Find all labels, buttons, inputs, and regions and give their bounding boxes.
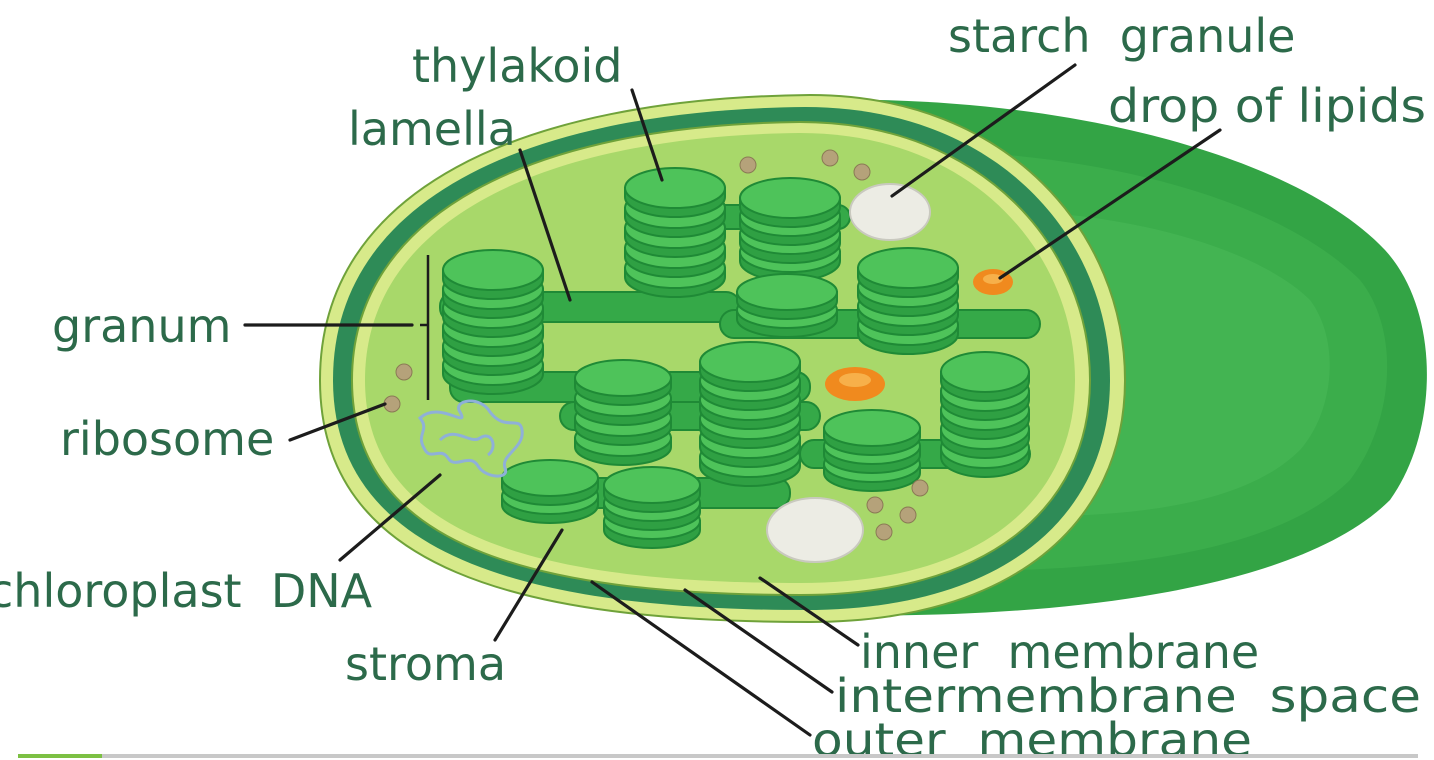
granum [941, 352, 1029, 477]
thylakoid-disc [604, 467, 700, 503]
label-starch-granule: starch granule [948, 9, 1295, 63]
ribosome [396, 364, 412, 380]
granum [575, 360, 671, 465]
thylakoid-disc [625, 168, 725, 208]
thylakoid-disc [858, 248, 958, 288]
thylakoid-disc [700, 342, 800, 382]
bottom-rule-accent [18, 754, 102, 758]
label-ribosome: ribosome [60, 412, 274, 466]
label-lamella: lamella [348, 102, 516, 156]
thylakoid-disc [737, 274, 837, 310]
thylakoid-disc [941, 352, 1029, 392]
ribosome [740, 157, 756, 173]
label-granum: granum [52, 299, 231, 353]
starch-granule [850, 184, 930, 240]
label-stroma: stroma [345, 637, 506, 691]
thylakoid-disc [443, 250, 543, 290]
thylakoid-disc [575, 360, 671, 396]
granum [502, 460, 598, 523]
bottom-rule [18, 754, 1418, 758]
thylakoid-disc [740, 178, 840, 218]
granum [700, 342, 800, 486]
ribosome [822, 150, 838, 166]
label-chloroplast-dna: chloroplast DNA [0, 564, 373, 618]
label-outer-membrane: outer membrane [812, 713, 1252, 760]
ribosome [876, 524, 892, 540]
granum [740, 178, 840, 281]
starch-granule [767, 498, 863, 562]
thylakoid-disc [502, 460, 598, 496]
granum [858, 248, 958, 354]
ribosome [854, 164, 870, 180]
granum [604, 467, 700, 548]
ribosome [867, 497, 883, 513]
ribosome [912, 480, 928, 496]
granum [443, 250, 543, 394]
label-thylakoid: thylakoid [412, 39, 623, 93]
granum [737, 274, 837, 337]
granum [824, 410, 920, 491]
ribosome [900, 507, 916, 523]
thylakoid-disc [824, 410, 920, 446]
granum [625, 168, 725, 297]
label-drop-of-lipids: drop of lipids [1108, 79, 1426, 133]
